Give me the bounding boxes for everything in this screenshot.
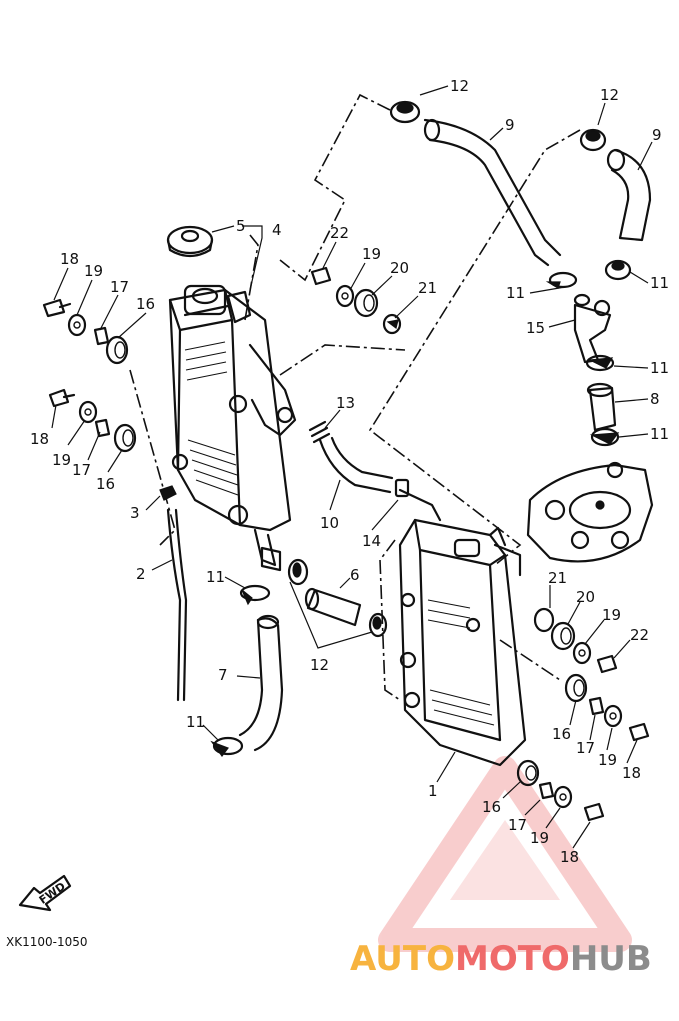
callout-19: 19 bbox=[602, 606, 621, 624]
callout-17: 17 bbox=[508, 816, 527, 834]
callout-19: 19 bbox=[598, 751, 617, 769]
callout-16: 16 bbox=[552, 725, 571, 743]
callout-11: 11 bbox=[506, 284, 525, 302]
callout-18: 18 bbox=[622, 764, 641, 782]
callout-21: 21 bbox=[418, 279, 437, 297]
leader-lines bbox=[51, 85, 653, 849]
callout-15: 15 bbox=[526, 319, 545, 337]
callout-11: 11 bbox=[650, 274, 669, 292]
callout-19: 19 bbox=[52, 451, 71, 469]
callout-12: 12 bbox=[450, 77, 469, 95]
watermark-part-auto: AUTO bbox=[350, 939, 455, 979]
callout-18: 18 bbox=[60, 250, 79, 268]
callout-5: 5 bbox=[236, 217, 246, 235]
radiator-cap bbox=[166, 225, 214, 258]
callout-4: 4 bbox=[272, 221, 282, 239]
radiator-left bbox=[168, 284, 297, 567]
callout-18: 18 bbox=[30, 430, 49, 448]
callout-21: 21 bbox=[548, 569, 567, 587]
callout-11: 11 bbox=[650, 359, 669, 377]
callout-16: 16 bbox=[96, 475, 115, 493]
clamps bbox=[159, 100, 632, 758]
callout-19: 19 bbox=[84, 262, 103, 280]
callout-22: 22 bbox=[330, 224, 349, 242]
callout-16: 16 bbox=[482, 798, 501, 816]
callout-11: 11 bbox=[186, 713, 205, 731]
callout-12: 12 bbox=[310, 656, 329, 674]
callout-17: 17 bbox=[72, 461, 91, 479]
callout-12: 12 bbox=[600, 86, 619, 104]
callout-6: 6 bbox=[350, 566, 360, 584]
callout-7: 7 bbox=[218, 666, 228, 684]
callout-19: 19 bbox=[530, 829, 549, 847]
callout-8: 8 bbox=[650, 390, 660, 408]
watermark-logo: AUTOMOTOHUB bbox=[350, 939, 652, 979]
callout-20: 20 bbox=[390, 259, 409, 277]
callout-3: 3 bbox=[130, 504, 140, 522]
callout-2: 2 bbox=[136, 565, 146, 583]
callout-9: 9 bbox=[505, 116, 515, 134]
callout-11: 11 bbox=[206, 568, 225, 586]
callout-1: 1 bbox=[428, 782, 438, 800]
radiator-right bbox=[398, 518, 527, 767]
mounting-hardware bbox=[42, 266, 650, 822]
callout-22: 22 bbox=[630, 626, 649, 644]
callout-13: 13 bbox=[336, 394, 355, 412]
callout-19: 19 bbox=[362, 245, 381, 263]
watermark-triangle bbox=[378, 756, 632, 952]
callout-20: 20 bbox=[576, 588, 595, 606]
callout-16: 16 bbox=[136, 295, 155, 313]
cylinder-head bbox=[526, 461, 654, 563]
callout-11: 11 bbox=[650, 425, 669, 443]
callout-18: 18 bbox=[560, 848, 579, 866]
callout-17: 17 bbox=[576, 739, 595, 757]
watermark-part-hub: HUB bbox=[570, 939, 652, 979]
callout-17: 17 bbox=[110, 278, 129, 296]
fwd-arrow: FWD bbox=[18, 874, 72, 912]
hoses bbox=[166, 118, 652, 752]
callout-14: 14 bbox=[362, 532, 381, 550]
drawing-code: XK1100-1050 bbox=[6, 935, 88, 949]
callout-9: 9 bbox=[652, 126, 662, 144]
callout-labels: 12 9 12 9 5 4 22 19 20 21 11 11 15 11 8 … bbox=[30, 77, 669, 866]
watermark-part-moto: MOTO bbox=[455, 939, 570, 979]
callout-10: 10 bbox=[320, 514, 339, 532]
watermark-auto: AUTOMOTOHUB bbox=[350, 939, 652, 979]
